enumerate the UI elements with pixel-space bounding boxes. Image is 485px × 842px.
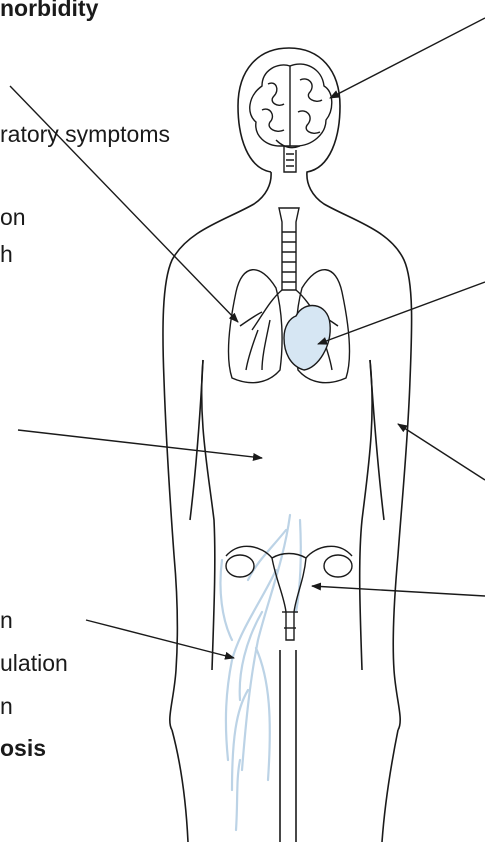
arrow-to-uterus [312,586,485,596]
vein-icon [220,515,300,830]
arrow-to-lungs [10,86,238,322]
arrow-to-abdomen [18,430,262,458]
heart-icon [284,306,330,370]
brain-icon [250,64,332,172]
pointer-arrows [10,18,485,658]
body-silhouette [163,48,412,842]
arrow-to-flank [398,424,485,480]
trachea-icon [279,208,299,290]
arrow-to-vein [86,620,234,658]
arrow-to-brain [330,18,485,98]
arrow-to-heart [318,282,485,344]
